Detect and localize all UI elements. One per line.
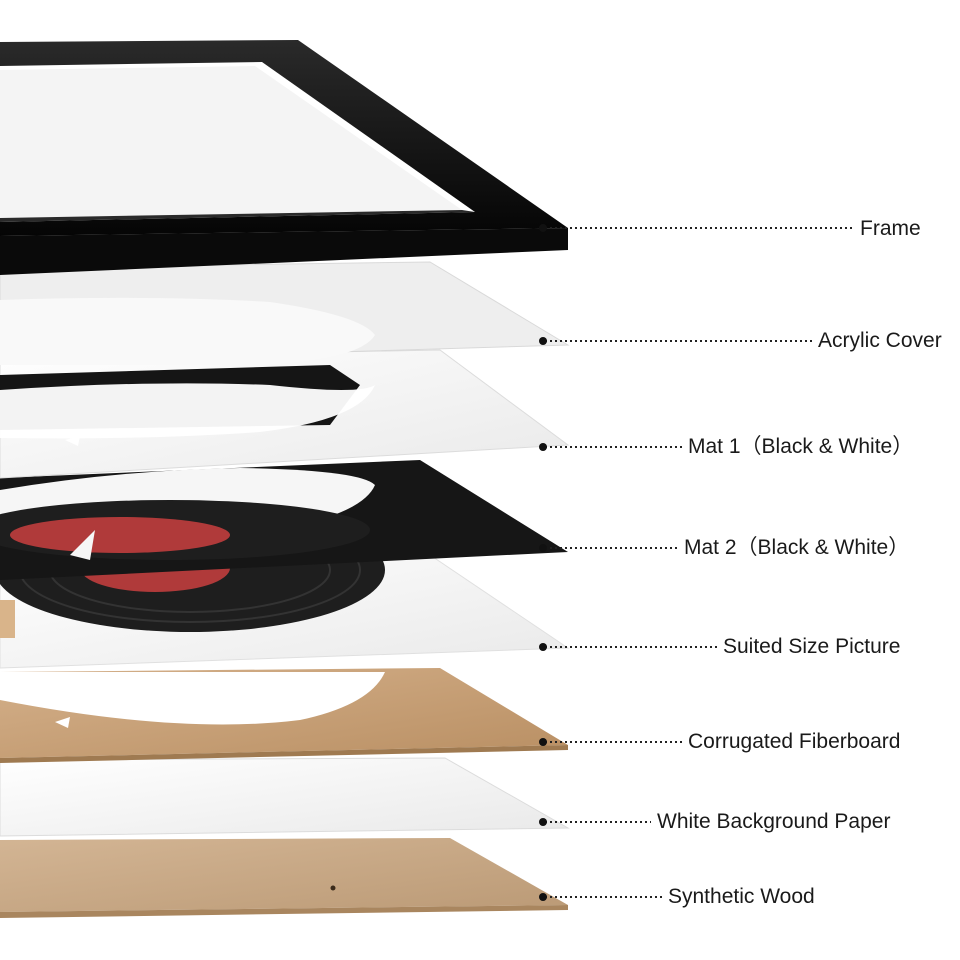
label-corrugated-fiberboard: Corrugated Fiberboard	[688, 730, 901, 753]
corrugated-fiberboard-layer	[0, 668, 568, 763]
label-mat-1: Mat 1（Black & White）	[688, 435, 914, 458]
white-background-paper-layer	[0, 757, 570, 837]
label-synthetic-wood: Synthetic Wood	[668, 885, 815, 908]
frame-layer	[0, 40, 568, 275]
acrylic-cover-layer	[0, 261, 570, 365]
label-frame: Frame	[860, 217, 921, 240]
label-white-background-paper: White Background Paper	[657, 810, 891, 833]
leader-lines	[545, 227, 852, 898]
label-mat-2: Mat 2（Black & White）	[684, 536, 910, 559]
label-suited-size-picture: Suited Size Picture	[723, 635, 901, 658]
mat-1-layer	[0, 349, 570, 479]
label-acrylic-cover: Acrylic Cover	[818, 329, 942, 352]
synthetic-wood-layer	[0, 838, 568, 918]
mat-2-layer	[0, 460, 568, 580]
leader-dots	[539, 224, 547, 901]
